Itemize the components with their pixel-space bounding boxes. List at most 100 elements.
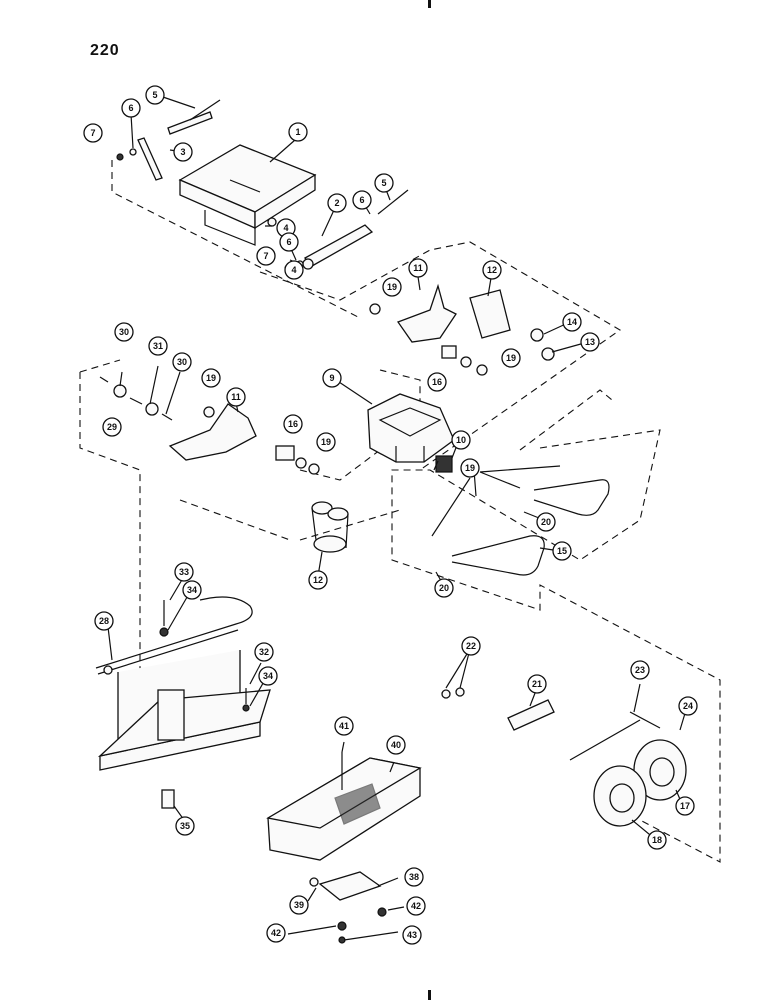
- bushing-14: [530, 328, 544, 342]
- callout-c16a: 16: [427, 372, 447, 392]
- callout-label: 21: [532, 679, 542, 689]
- callout-circle: [148, 336, 168, 356]
- callout-circle: [322, 368, 342, 388]
- callout-label: 10: [456, 435, 466, 445]
- washer-29a: [113, 384, 127, 398]
- callout-circle: [527, 674, 547, 694]
- callout-circle: [288, 122, 308, 142]
- callout-label: 19: [206, 373, 216, 383]
- callout-c6a: 6: [121, 98, 141, 118]
- callout-circle: [647, 830, 667, 850]
- callout-c19a: 19: [382, 277, 402, 297]
- callout-c38: 38: [404, 867, 424, 887]
- nut-22b: [455, 687, 465, 697]
- bolt-top: [189, 99, 221, 121]
- callout-label: 13: [585, 337, 595, 347]
- callout-c39: 39: [289, 895, 309, 915]
- washer-19-mid2: [476, 364, 488, 376]
- callout-label: 11: [413, 263, 423, 273]
- callout-label: 23: [635, 665, 645, 675]
- registration-mark-bottom: [428, 990, 431, 1000]
- callout-circle: [201, 368, 221, 388]
- handle-bracket-28: [95, 596, 271, 771]
- callout-circle: [114, 322, 134, 342]
- callout-label: 4: [283, 223, 288, 233]
- nut-34b: [242, 704, 250, 712]
- link-bar: [167, 111, 213, 135]
- callout-label: 6: [286, 237, 291, 247]
- callout-label: 42: [271, 928, 281, 938]
- callout-label: 3: [180, 147, 185, 157]
- callout-label: 24: [683, 701, 693, 711]
- callout-label: 6: [128, 103, 133, 113]
- bracket-11-upper: [396, 283, 457, 343]
- callout-label: 12: [487, 265, 497, 275]
- callout-c12a: 12: [482, 260, 502, 280]
- bushing-16-lower: [275, 445, 295, 461]
- bushing-13: [541, 347, 555, 361]
- callout-label: 30: [119, 327, 129, 337]
- callout-c21: 21: [527, 674, 547, 694]
- callout-label: 6: [359, 195, 364, 205]
- callout-circle: [402, 925, 422, 945]
- mounting-plate: [178, 144, 317, 246]
- washer-19-lower2: [308, 463, 320, 475]
- callout-label: 30: [177, 357, 187, 367]
- u-handle-lower: [451, 535, 545, 576]
- mount-bracket-38: [318, 871, 382, 901]
- callout-label: 9: [329, 373, 334, 383]
- callout-c20b: 20: [434, 578, 454, 598]
- callout-c13: 13: [580, 332, 600, 352]
- callout-circle: [352, 190, 372, 210]
- washer-29b: [145, 402, 159, 416]
- callout-c7b: 7: [256, 246, 276, 266]
- callout-label: 40: [391, 740, 401, 750]
- nut-34a: [159, 627, 169, 637]
- callout-label: 15: [557, 546, 567, 556]
- nut-7a: [116, 153, 124, 161]
- spacer-35: [161, 789, 175, 809]
- callout-circle: [501, 348, 521, 368]
- callout-c20a: 20: [536, 512, 556, 532]
- callout-label: 16: [432, 377, 442, 387]
- callout-c3: 3: [173, 142, 193, 162]
- callout-c35: 35: [175, 816, 195, 836]
- callout-label: 34: [187, 585, 197, 595]
- callout-c41: 41: [334, 716, 354, 736]
- callout-circle: [382, 277, 402, 297]
- callout-c29: 29: [102, 417, 122, 437]
- callout-c17: 17: [675, 796, 695, 816]
- callout-circle: [102, 417, 122, 437]
- callout-label: 28: [99, 616, 109, 626]
- callout-circle: [172, 352, 192, 372]
- callout-c19c: 19: [460, 458, 480, 478]
- callout-circle: [675, 796, 695, 816]
- callout-circle: [630, 660, 650, 680]
- callout-label: 4: [291, 265, 296, 275]
- callout-c43: 43: [402, 925, 422, 945]
- callout-label: 17: [680, 801, 690, 811]
- callout-circle: [386, 735, 406, 755]
- callout-c19e: 19: [316, 432, 336, 452]
- callout-circle: [334, 716, 354, 736]
- callout-label: 42: [411, 901, 421, 911]
- callout-circle: [404, 867, 424, 887]
- callout-c5a: 5: [145, 85, 165, 105]
- callout-c5b: 5: [374, 173, 394, 193]
- callout-c4b: 4: [284, 260, 304, 280]
- callout-c22: 22: [461, 636, 481, 656]
- callout-label: 20: [541, 517, 551, 527]
- callout-circle: [482, 260, 502, 280]
- callout-circle: [536, 512, 556, 532]
- callout-c32: 32: [254, 642, 274, 662]
- callout-label: 16: [288, 419, 298, 429]
- sleeve-21: [507, 699, 555, 731]
- callout-circle: [562, 312, 582, 332]
- callout-circle: [427, 372, 447, 392]
- nut-22a: [441, 689, 451, 699]
- callout-c24: 24: [678, 696, 698, 716]
- dashed-outline-bracket-group: [79, 359, 421, 750]
- callout-circle: [374, 173, 394, 193]
- callout-circle: [434, 578, 454, 598]
- pin-30a: [99, 376, 109, 383]
